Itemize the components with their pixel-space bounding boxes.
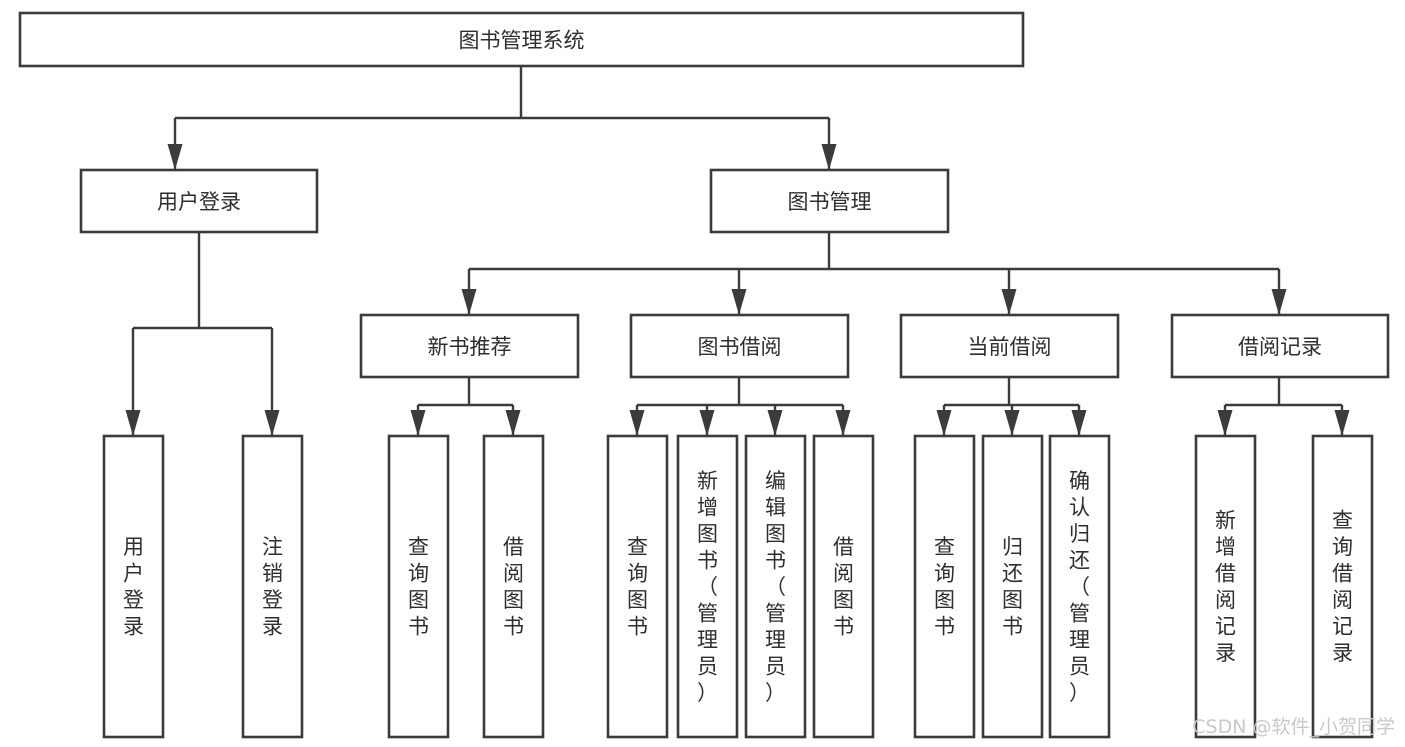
vertical-bracket-glyph: （ (1069, 575, 1090, 599)
arrow-head-icon (1001, 289, 1017, 315)
node-leaf-logout[interactable]: 注销登录 (241, 434, 304, 739)
arrow-head-icon (1334, 410, 1350, 436)
node-label-leaf-query-book-3: 查询图书 (934, 535, 955, 639)
connectors-layer (125, 66, 1350, 436)
node-box-root[interactable] (18, 11, 1025, 68)
node-box-leaf-query-book-1[interactable] (387, 434, 450, 739)
vertical-bracket-glyph: ） (1069, 681, 1090, 705)
vertical-bracket-glyph: （ (765, 575, 786, 599)
node-label-user-login: 用户登录 (157, 190, 241, 214)
arrow-head-icon (461, 289, 477, 315)
arrow-head-icon (821, 144, 837, 170)
node-box-leaf-query-book-3[interactable] (913, 434, 976, 739)
node-box-user-login[interactable] (79, 168, 319, 234)
node-leaf-add-book[interactable]: 新增图书（管理员） (676, 434, 739, 739)
vertical-bracket-glyph: （ (697, 575, 718, 599)
arrow-head-icon (767, 410, 783, 436)
node-user-login[interactable]: 用户登录 (79, 168, 319, 234)
node-leaf-query-book-1[interactable]: 查询图书 (387, 434, 450, 739)
csdn-watermark: CSDN @软件_小贺同学 (1192, 716, 1395, 738)
arrow-head-icon (125, 410, 141, 436)
node-label-leaf-query-book-1: 查询图书 (408, 535, 429, 639)
node-box-new-book-recommend[interactable] (359, 313, 580, 379)
arrow-head-icon (1071, 410, 1087, 436)
node-label-book-management: 图书管理 (788, 190, 872, 214)
arrow-head-icon (699, 410, 715, 436)
vertical-bracket-glyph: ） (697, 681, 718, 705)
node-box-leaf-query-book-2[interactable] (606, 434, 669, 739)
node-leaf-add-borrow-record[interactable]: 新增借阅记录 (1194, 434, 1257, 739)
node-leaf-edit-book[interactable]: 编辑图书（管理员） (744, 434, 807, 739)
node-box-book-borrow[interactable] (629, 313, 850, 379)
node-box-leaf-user-login[interactable] (102, 434, 165, 739)
node-book-borrow[interactable]: 图书借阅 (629, 313, 850, 379)
node-label-leaf-confirm-return: 确认归还（管理员） (1069, 469, 1090, 705)
node-box-leaf-add-book[interactable] (676, 434, 739, 739)
arrow-head-icon (410, 410, 426, 436)
node-label-current-borrow: 当前借阅 (968, 335, 1052, 359)
node-label-leaf-query-borrow-record: 查询借阅记录 (1332, 509, 1353, 666)
arrow-head-icon (731, 289, 747, 315)
node-label-root: 图书管理系统 (459, 29, 585, 53)
node-label-new-book-recommend: 新书推荐 (428, 335, 512, 359)
connector-book-borrow-to-leaves (629, 377, 851, 436)
node-leaf-return-book[interactable]: 归还图书 (981, 434, 1044, 739)
node-leaf-borrow-book-2[interactable]: 借阅图书 (812, 434, 875, 739)
node-leaf-query-borrow-record[interactable]: 查询借阅记录 (1311, 434, 1374, 739)
node-box-borrow-record[interactable] (1170, 313, 1390, 379)
node-root[interactable]: 图书管理系统 (18, 11, 1025, 68)
node-label-leaf-user-login: 用户登录 (123, 535, 144, 639)
node-box-leaf-logout[interactable] (241, 434, 304, 739)
connector-new-book-to-leaves (410, 377, 521, 436)
node-box-leaf-return-book[interactable] (981, 434, 1044, 739)
arrow-head-icon (1217, 410, 1233, 436)
vertical-bracket-glyph: ） (765, 681, 786, 705)
node-label-leaf-logout: 注销登录 (262, 535, 283, 639)
arrow-head-icon (629, 410, 645, 436)
node-box-book-management[interactable] (709, 168, 950, 234)
node-label-leaf-borrow-book-1: 借阅图书 (503, 535, 524, 639)
node-box-leaf-query-borrow-record[interactable] (1311, 434, 1374, 739)
node-leaf-user-login[interactable]: 用户登录 (102, 434, 165, 739)
connector-book-management-to-level3 (461, 232, 1287, 315)
node-current-borrow[interactable]: 当前借阅 (899, 313, 1120, 379)
arrow-head-icon (505, 410, 521, 436)
connector-root-to-level2 (167, 66, 837, 170)
node-label-leaf-add-book: 新增图书（管理员） (697, 469, 718, 705)
node-box-leaf-borrow-book-2[interactable] (812, 434, 875, 739)
node-label-leaf-query-book-2: 查询图书 (627, 535, 648, 639)
arrow-head-icon (835, 410, 851, 436)
arrow-head-icon (264, 410, 280, 436)
node-box-leaf-borrow-book-1[interactable] (482, 434, 545, 739)
node-label-borrow-record: 借阅记录 (1238, 335, 1322, 359)
node-box-leaf-add-borrow-record[interactable] (1194, 434, 1257, 739)
node-new-book-recommend[interactable]: 新书推荐 (359, 313, 580, 379)
node-box-current-borrow[interactable] (899, 313, 1120, 379)
node-label-leaf-return-book: 归还图书 (1002, 535, 1023, 639)
node-leaf-borrow-book-1[interactable]: 借阅图书 (482, 434, 545, 739)
node-label-book-borrow: 图书借阅 (698, 335, 782, 359)
node-label-leaf-edit-book: 编辑图书（管理员） (765, 469, 786, 705)
node-box-leaf-edit-book[interactable] (744, 434, 807, 739)
node-leaf-confirm-return[interactable]: 确认归还（管理员） (1048, 434, 1111, 739)
node-leaf-query-book-2[interactable]: 查询图书 (606, 434, 669, 739)
arrow-head-icon (167, 144, 183, 170)
node-box-leaf-confirm-return[interactable] (1048, 434, 1111, 739)
connector-user-login-to-leaves (125, 232, 280, 436)
node-label-leaf-borrow-book-2: 借阅图书 (833, 535, 854, 639)
arrow-head-icon (1004, 410, 1020, 436)
arrow-head-icon (936, 410, 952, 436)
connector-borrow-record-to-leaves (1217, 377, 1350, 436)
node-borrow-record[interactable]: 借阅记录 (1170, 313, 1390, 379)
nodes-layer: 图书管理系统用户登录图书管理新书推荐图书借阅当前借阅借阅记录用户登录注销登录查询… (18, 11, 1390, 739)
connector-current-borrow-to-leaves (936, 377, 1087, 436)
node-book-management[interactable]: 图书管理 (709, 168, 950, 234)
node-label-leaf-add-borrow-record: 新增借阅记录 (1215, 509, 1236, 666)
node-leaf-query-book-3[interactable]: 查询图书 (913, 434, 976, 739)
arrow-head-icon (1271, 289, 1287, 315)
